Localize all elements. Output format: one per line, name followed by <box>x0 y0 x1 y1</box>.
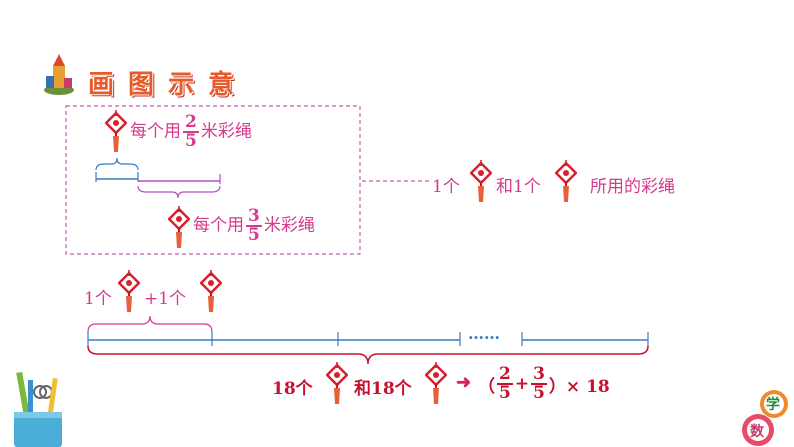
chinese-knot-icon <box>118 270 140 314</box>
summary-part1: 1个 <box>432 177 460 197</box>
dashed-box <box>65 105 361 255</box>
brace-mid <box>87 315 213 333</box>
badge-top-char: 学 <box>766 397 780 413</box>
chinese-knot-icon <box>168 206 190 250</box>
badge-bottom-char: 数 <box>750 424 764 440</box>
pencil-cup-icon <box>6 370 66 447</box>
brace-small-top <box>95 157 139 171</box>
chinese-knot-icon <box>470 160 492 204</box>
math-badge-icon: 学 数 <box>740 388 794 447</box>
chinese-knot-icon <box>555 160 577 204</box>
chinese-knot-icon <box>105 110 127 154</box>
summary-part2: 和1个 <box>496 177 541 197</box>
middle-label-part2: +1个 <box>144 289 187 309</box>
ellipsis: …… <box>468 324 500 343</box>
summary-part3: 所用的彩绳 <box>590 177 675 197</box>
middle-label-part1: 1个 <box>84 289 112 309</box>
arrow-icon: ➜ <box>456 372 472 393</box>
chinese-knot-icon <box>326 362 348 406</box>
bottom-part2: 和18个 <box>354 379 412 399</box>
brace-big <box>87 345 649 365</box>
chinese-knot-icon <box>200 270 222 314</box>
bottom-part1: 18个 <box>272 379 313 399</box>
summary-text: 1个 <box>432 172 460 197</box>
brace-small-bottom <box>137 185 221 199</box>
chinese-knot-icon <box>425 362 447 406</box>
header-icon <box>42 52 76 96</box>
